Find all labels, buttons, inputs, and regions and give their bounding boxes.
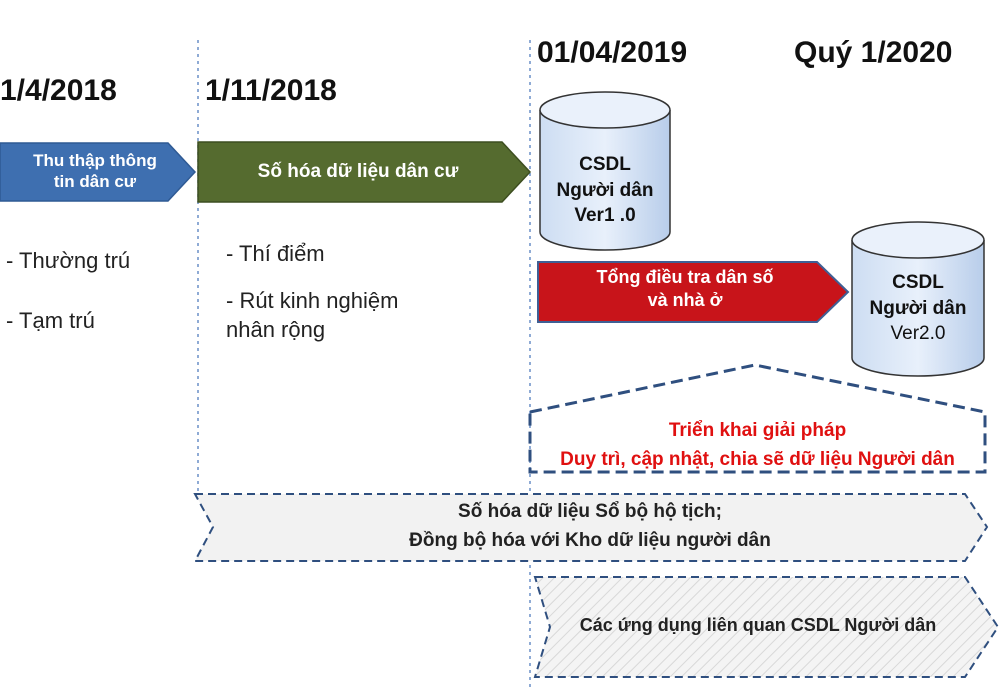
collect-info-line1: Thu thập thông bbox=[33, 151, 157, 170]
date-apr-2019: 01/04/2019 bbox=[537, 36, 688, 69]
database-cylinder-2 bbox=[851, 221, 985, 377]
census-line2: và nhà ở bbox=[647, 289, 723, 310]
database-2-line1: CSDL bbox=[892, 272, 944, 293]
note-lessons: - Rút kinh nghiệm bbox=[226, 288, 399, 313]
database-1-line1: CSDL bbox=[579, 154, 631, 175]
civil-line2: Đồng bộ hóa với Kho dữ liệu người dân bbox=[409, 529, 771, 551]
date-q1-2020: Quý 1/2020 bbox=[794, 36, 953, 69]
census-line1: Tổng điều tra dân số bbox=[596, 267, 774, 287]
census-label: Tổng điều tra dân số và nhà ở bbox=[540, 266, 830, 311]
deploy-solution-label: Triển khai giải pháp Duy trì, cập nhật, … bbox=[530, 416, 985, 475]
date-apr-2018: 1/4/2018 bbox=[0, 74, 117, 107]
note-temporary-residence: - Tạm trú bbox=[6, 308, 95, 333]
civil-line1: Số hóa dữ liệu Sổ bộ hộ tịch; bbox=[458, 501, 722, 522]
census-arrow bbox=[537, 261, 850, 323]
database-cylinder-1 bbox=[539, 91, 671, 251]
database-2-version: Ver2.0 bbox=[890, 323, 946, 345]
date-nov-2018: 1/11/2018 bbox=[205, 74, 337, 107]
collect-info-label: Thu thập thông tin dân cư bbox=[0, 150, 190, 193]
database-1-line2: Người dân bbox=[556, 179, 654, 201]
deploy-line1: Triển khai giải pháp bbox=[668, 420, 847, 441]
digitize-data-label: Số hóa dữ liệu dân cư bbox=[257, 161, 459, 182]
civil-registry-arrow bbox=[193, 493, 989, 562]
note-pilot: - Thí điểm bbox=[226, 241, 325, 266]
note-replicate: nhân rộng bbox=[226, 317, 326, 342]
note-permanent-residence: - Thường trú bbox=[6, 248, 131, 273]
deploy-solution-shape bbox=[528, 363, 987, 474]
deploy-line2: Duy trì, cập nhật, chia sẽ dữ liệu Người… bbox=[560, 449, 955, 471]
database-1-label: CSDL Người dân Ver1 .0 bbox=[540, 152, 670, 229]
collect-info-line2: tin dân cư bbox=[53, 172, 137, 192]
collect-info-arrow bbox=[0, 142, 197, 202]
database-2-label: CSDL Người dân Ver2.0 bbox=[852, 270, 984, 347]
database-2-line2: Người dân bbox=[869, 297, 967, 319]
related-apps-label: Các ứng dụng liên quan CSDL Người dân bbox=[579, 615, 937, 635]
digitize-data-arrow bbox=[197, 141, 532, 203]
database-1-version: Ver1 .0 bbox=[574, 205, 636, 227]
related-apps-arrow bbox=[533, 576, 1000, 678]
civil-registry-label: Số hóa dữ liệu Sổ bộ hộ tịch; Đồng bộ hó… bbox=[215, 498, 965, 555]
